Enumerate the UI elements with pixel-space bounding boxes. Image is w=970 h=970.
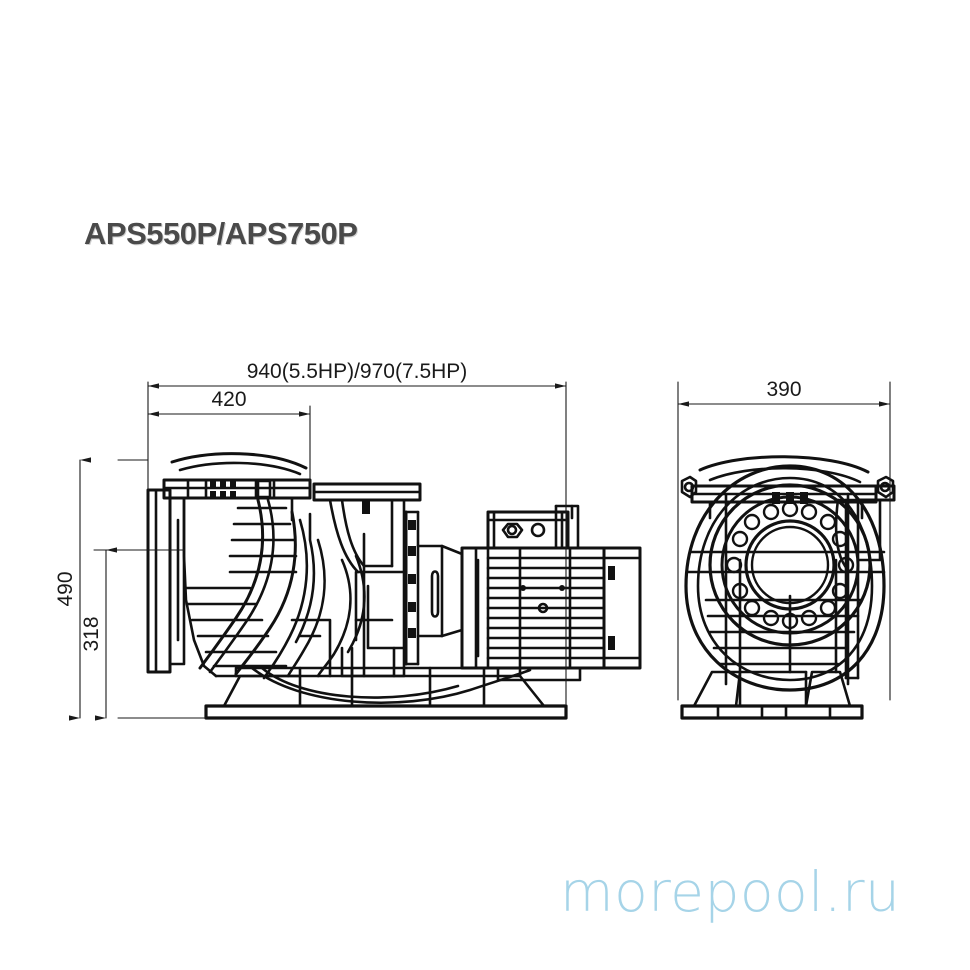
side-elevation-view: [146, 452, 642, 720]
discharge-flange: [312, 482, 422, 650]
strainer-lid: [162, 452, 312, 500]
dim-label-420: 420: [211, 388, 246, 411]
dim-label-490: 490: [54, 571, 77, 606]
volute-outline: [684, 464, 886, 692]
fan-cover: [602, 546, 642, 670]
lid-clamp-knob-left: [680, 475, 698, 499]
dimension-lines: [69, 381, 891, 721]
dim-label-390: 390: [766, 378, 801, 401]
lid-clamp-knob-right: [876, 475, 895, 499]
suction-flange: [146, 488, 186, 674]
motor-adapter: [404, 510, 464, 666]
dim-label-318: 318: [80, 616, 103, 651]
front-elevation-view: [680, 455, 896, 720]
volute-casing: [262, 512, 366, 680]
dimension-labels: 940(5.5HP)/970(7.5HP) 420 490 318 390: [54, 360, 802, 652]
dim-label-overall-length: 940(5.5HP)/970(7.5HP): [247, 360, 468, 383]
page-title: APS550P/APS750P: [84, 216, 358, 251]
terminal-box: [486, 504, 580, 550]
motor-body: [460, 546, 606, 682]
discharge-flange-front: [834, 484, 896, 680]
bolt-circle-ring: [708, 483, 872, 647]
front-rib-grid: [686, 492, 886, 686]
site-watermark: morepool.ru: [560, 860, 901, 924]
